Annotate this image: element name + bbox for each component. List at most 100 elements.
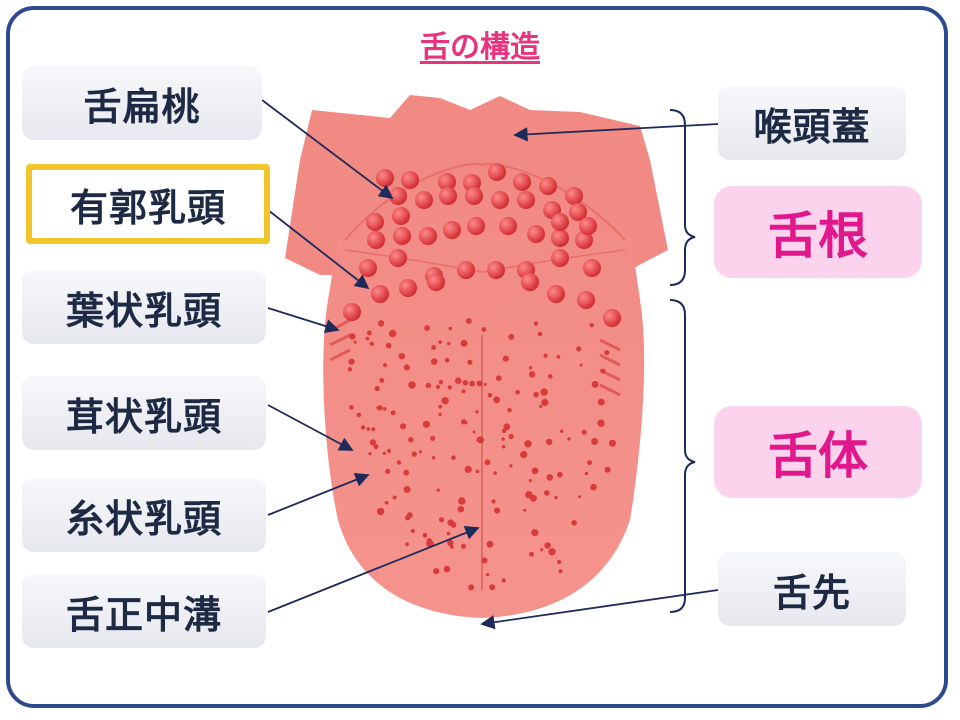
- label-tonsil: 舌扁桃: [22, 66, 262, 140]
- papilla-dot: [411, 451, 417, 457]
- papilla-dot: [597, 419, 605, 427]
- papilla-dot: [517, 191, 535, 209]
- papilla-dot: [571, 520, 577, 526]
- papilla-dot: [424, 325, 430, 331]
- papilla-dot: [367, 330, 372, 336]
- papilla-dot: [546, 438, 553, 446]
- papilla-dot: [390, 410, 396, 416]
- papilla-dot: [367, 231, 385, 249]
- papilla-dot: [527, 225, 545, 243]
- region-body: 舌体: [714, 406, 922, 498]
- papilla-dot: [493, 396, 500, 404]
- papilla-dot: [509, 464, 513, 468]
- papilla-dot: [447, 539, 454, 547]
- papilla-dot: [425, 382, 432, 389]
- papilla-dot: [577, 291, 595, 309]
- papilla-dot: [366, 213, 384, 231]
- papilla-dot: [541, 398, 549, 407]
- papilla-dot: [589, 323, 594, 328]
- papilla-dot: [501, 437, 505, 441]
- papilla-dot: [430, 435, 436, 441]
- papilla-dot: [446, 341, 451, 346]
- papilla-dot: [609, 439, 616, 447]
- papilla-dot: [430, 358, 438, 365]
- papilla-dot: [461, 543, 466, 549]
- papilla-dot: [366, 427, 371, 431]
- papilla-dot: [521, 273, 539, 291]
- papilla-dot: [410, 528, 415, 534]
- papilla-dot: [393, 227, 411, 245]
- papilla-dot: [499, 217, 517, 235]
- label-epiglottis: 喉頭蓋: [718, 86, 906, 160]
- papilla-dot: [467, 217, 485, 235]
- papilla-dot: [460, 339, 468, 347]
- papilla-dot: [591, 380, 599, 388]
- papilla-dot: [389, 187, 407, 205]
- papilla-dot: [484, 459, 491, 466]
- page-title: 舌の構造: [420, 30, 540, 65]
- papilla-dot: [513, 173, 531, 191]
- papilla-dot: [533, 391, 539, 398]
- papilla-dot: [392, 495, 397, 500]
- papilla-dot: [487, 393, 493, 398]
- label-fungiform: 茸状乳頭: [22, 376, 266, 450]
- papilla-dot: [604, 466, 611, 473]
- papilla-dot: [385, 468, 391, 474]
- papilla-dot: [410, 383, 415, 388]
- papilla-dot: [539, 177, 557, 195]
- papilla-dot: [403, 364, 410, 371]
- papilla-dot: [443, 221, 461, 239]
- papilla-dot: [543, 353, 548, 358]
- papilla-dot: [427, 273, 445, 291]
- papilla-dot: [465, 187, 483, 205]
- papilla-dot: [567, 437, 571, 441]
- papilla-dot: [444, 357, 450, 363]
- papilla-dot: [400, 423, 407, 430]
- papilla-dot: [475, 469, 480, 474]
- papilla-dot: [507, 407, 512, 413]
- papilla-dot: [382, 451, 386, 455]
- papilla-dot: [377, 405, 383, 411]
- papilla-dot: [386, 448, 392, 453]
- papilla-dot: [548, 548, 556, 556]
- papilla-dot: [439, 187, 457, 205]
- papilla-dot: [508, 433, 514, 440]
- papilla-dot: [591, 438, 599, 445]
- papilla-dot: [469, 380, 475, 387]
- root-bracket: [669, 109, 696, 286]
- tongue-shape: [323, 161, 645, 618]
- papilla-dot: [398, 353, 405, 360]
- papilla-dot: [392, 207, 410, 225]
- papilla-dot: [438, 173, 456, 191]
- papilla-dot: [493, 471, 498, 475]
- papilla-dot: [481, 557, 488, 564]
- papilla-dot: [540, 388, 548, 396]
- papilla-dot: [475, 410, 479, 414]
- papilla-dot: [457, 505, 465, 513]
- papilla-dot: [546, 474, 554, 481]
- papilla-dot: [501, 428, 507, 434]
- papilla-dot: [446, 531, 451, 536]
- papilla-dot: [544, 490, 550, 496]
- papilla-dot: [454, 377, 462, 385]
- papilla-dot: [462, 380, 469, 386]
- papilla-dot: [385, 342, 392, 349]
- papilla-dot: [540, 548, 544, 552]
- papilla-dot: [557, 471, 563, 478]
- papilla-dot: [376, 169, 394, 187]
- papilla-dot: [539, 404, 543, 408]
- papilla-dot: [581, 429, 587, 435]
- papilla-dot: [359, 259, 377, 277]
- papilla-dot: [368, 452, 372, 456]
- papilla-dot: [503, 423, 511, 431]
- papilla-dot: [464, 465, 472, 473]
- papilla-dot: [369, 341, 374, 346]
- papilla-dot: [438, 517, 445, 523]
- papilla-dot: [406, 512, 413, 519]
- arrow-apex: [480, 589, 719, 630]
- papilla-dot: [603, 309, 621, 327]
- papilla-dot: [472, 430, 476, 434]
- papilla-dot: [528, 366, 533, 370]
- papilla-dot: [384, 500, 389, 505]
- papilla-dot: [613, 322, 617, 326]
